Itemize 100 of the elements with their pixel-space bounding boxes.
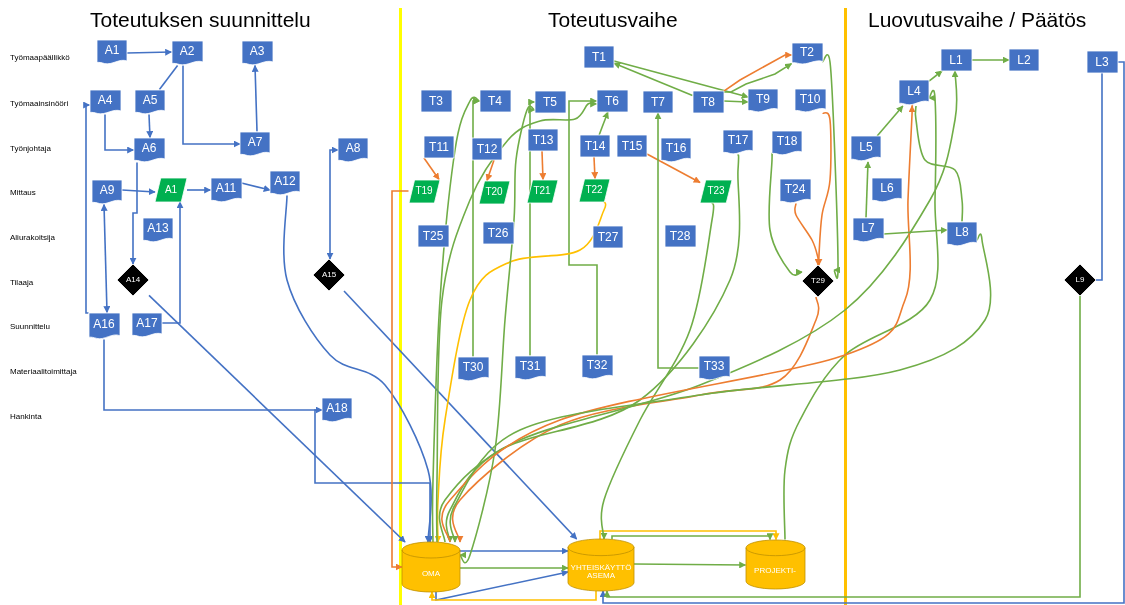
lane-label: Mittaus [10,187,36,199]
document-shape: L8 [947,221,977,247]
document-shape: T17 [723,129,753,155]
process-box: T26 [482,222,514,244]
connector-arrow [568,97,598,356]
document-shape: T31 [514,355,546,381]
document-shape: A16 [88,312,120,340]
connector-arrow [864,161,872,219]
document-shape: L6 [872,177,902,203]
process-box: T1 [584,46,614,68]
connector-arrow [613,60,749,99]
connector-arrow [722,51,793,93]
connector-arrow [148,294,406,543]
phase-heading: Toteutusvaihe [548,7,678,33]
connector-arrow [240,182,271,192]
connector-arrow [435,569,569,601]
connector-arrow [485,159,495,182]
lane-label: Hankinta [10,411,42,423]
database-cylinder: OMA [402,542,460,592]
process-box: L2 [1009,49,1039,71]
data-parallelogram: T19 [408,179,440,203]
connector-arrow [459,564,569,572]
connector-arrow [722,62,793,93]
lane-label: Aliurakoitsija [10,232,55,244]
connector-arrow [326,146,339,260]
lane-label: Työmaapäällikkö [10,52,70,64]
connector-arrow [539,150,547,181]
connector-arrow [103,338,323,414]
process-box: T5 [534,91,566,113]
document-shape: T10 [794,89,826,113]
connector-arrow [121,188,156,196]
document-shape: L4 [899,80,929,106]
connector-arrow [100,203,111,314]
process-box: T27 [593,226,623,248]
decision-diamond: T29 [802,265,834,297]
connector-arrow [283,194,432,543]
process-box: T8 [692,91,724,113]
process-box: T15 [617,135,647,157]
process-box: L3 [1086,51,1118,73]
data-parallelogram: T20 [478,180,510,204]
document-shape: L7 [852,217,884,243]
connector-arrow [104,113,135,154]
connector-arrow [161,201,184,324]
connector-arrow [591,156,599,180]
connector-arrow [314,409,434,543]
process-box: L1 [940,49,972,71]
connector-arrow [876,105,904,137]
process-box: T12 [472,138,502,160]
document-shape: A6 [133,137,165,163]
connector-arrow [928,70,943,82]
lane-label: Työmaainsinööri [10,98,69,110]
connector-arrow [445,153,741,543]
connector-arrow [603,295,1081,598]
document-shape: T2 [791,43,823,65]
document-shape: A5 [135,89,165,115]
connector-arrow [423,157,440,181]
document-shape: T16 [661,137,691,163]
database-cylinder: PROJEKTI- [745,539,805,589]
connector-arrow [722,98,749,106]
document-shape: A7 [240,131,270,157]
document-shape: A2 [171,40,203,66]
document-shape: A17 [132,312,162,338]
process-box: T14 [580,135,610,157]
document-shape: A12 [270,170,300,196]
process-box: T11 [424,136,454,158]
connector-arrow [600,201,715,540]
connector-arrow [815,111,832,266]
document-shape: A8 [338,137,368,163]
document-shape: T18 [772,130,802,156]
connector-arrow [768,152,803,277]
document-shape: A18 [322,397,352,423]
connector-arrow [783,89,939,541]
phase-heading: Luovutusvaihe / Päätös [868,7,1087,33]
process-box: T6 [596,90,628,112]
connector-arrow [435,99,598,543]
connector-arrow [428,590,597,601]
connector-arrow [391,190,410,571]
document-shape: T9 [748,89,778,113]
document-shape: T33 [698,355,730,381]
database-cylinder: YHTEISKÄYTTÖ ASEMA [568,539,634,591]
connector-arrow [434,200,607,543]
document-shape: A13 [143,217,173,243]
connector-arrow [646,153,701,184]
document-shape: A9 [92,179,122,205]
connector-arrow [251,64,259,133]
data-parallelogram: A1 [155,178,187,202]
document-shape: L5 [851,136,881,162]
connector-arrow [613,62,694,97]
connector-arrow [459,547,569,555]
lane-label: Suunnittelu [10,321,51,333]
data-parallelogram: T22 [578,178,610,202]
connector-arrow [882,226,948,235]
process-box: T4 [479,90,511,112]
connector-arrow [451,296,820,543]
document-shape: A3 [241,40,273,66]
lane-label: Tilaaja [10,277,34,289]
process-box: T28 [664,225,696,247]
connector-arrow [449,233,992,543]
connector-arrow [146,113,154,139]
connector-arrow [599,61,1125,604]
